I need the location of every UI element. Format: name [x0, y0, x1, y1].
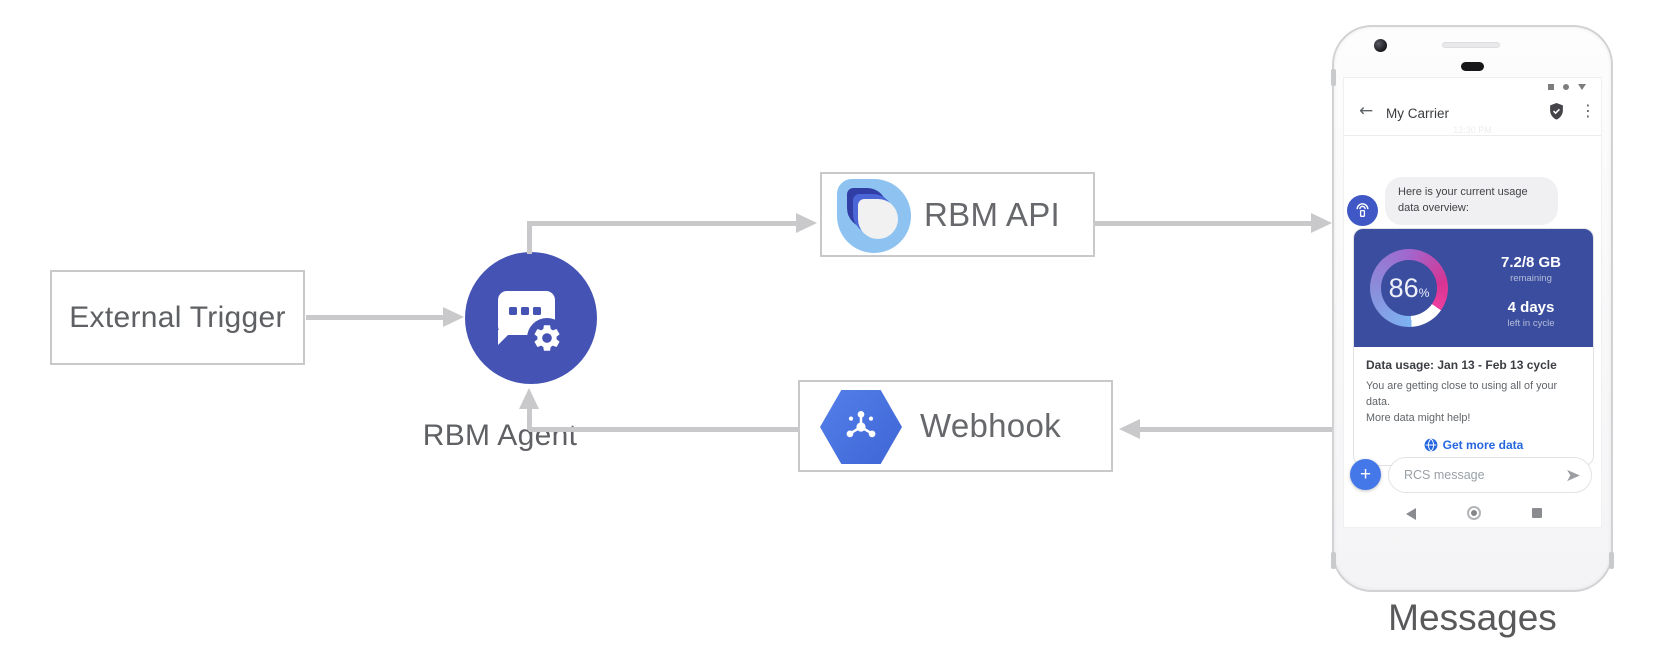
rcs-message-input[interactable]	[1389, 468, 1565, 482]
get-more-data-label: Get more data	[1442, 437, 1524, 452]
chat-dots-icon	[509, 307, 541, 315]
header-divider	[1344, 135, 1601, 136]
arrowhead-agent-to-api	[796, 213, 817, 233]
usage-card-body: Data usage: Jan 13 - Feb 13 cycle You ar…	[1354, 347, 1593, 465]
connector-webhook-to-agent	[529, 427, 798, 432]
connector-phone-to-webhook	[1140, 427, 1333, 432]
connector-agent-up	[527, 223, 532, 254]
connector-agent-to-api	[527, 221, 797, 226]
overflow-menu-icon[interactable]: ⋮	[1580, 101, 1596, 120]
nav-recents-button[interactable]	[1532, 508, 1542, 518]
globe-icon	[1424, 438, 1438, 452]
data-remaining-caption: remaining	[1510, 273, 1552, 284]
message-input-pill	[1388, 457, 1592, 493]
data-remaining-value: 7.2/8 GB	[1500, 254, 1562, 271]
messages-app-label: Messages	[1388, 597, 1557, 638]
connector-api-to-phone	[1095, 221, 1313, 226]
external-trigger-label: External Trigger	[69, 300, 286, 334]
speaker-slot	[1442, 42, 1500, 48]
message-timestamp: 12:30 PM	[1453, 125, 1492, 135]
gauge-percent-value: 86	[1388, 272, 1419, 303]
days-left-caption: left in cycle	[1507, 318, 1555, 329]
broadcast-antenna-icon	[1356, 203, 1369, 217]
agent-avatar	[1347, 195, 1378, 226]
gear-icon	[527, 318, 567, 358]
conversation-title: My Carrier	[1386, 106, 1449, 121]
usage-rich-card: 86 % 7.2/8 GB remaining 4 days left in c…	[1353, 228, 1594, 466]
webhook-box: Webhook	[798, 380, 1113, 472]
connector-agent-up-return	[527, 408, 532, 430]
webhook-label: Webhook	[920, 407, 1061, 444]
arrowhead-phone-to-webhook	[1119, 419, 1140, 439]
send-icon[interactable]	[1565, 467, 1582, 484]
status-square-icon	[1548, 84, 1554, 90]
bubble-text-line2: data overview:	[1398, 201, 1469, 214]
bubble-text-line1: Here is your current usage	[1398, 186, 1528, 198]
arrowhead-webhook-to-agent	[519, 388, 539, 409]
usage-card-header: 86 % 7.2/8 GB remaining 4 days left in c…	[1354, 229, 1593, 347]
antenna-band	[1609, 552, 1614, 569]
status-dot-icon	[1563, 84, 1569, 90]
usage-card-text-line2: More data might help!	[1366, 412, 1471, 425]
status-triangle-icon	[1578, 84, 1586, 90]
nav-home-button[interactable]	[1467, 506, 1481, 520]
gauge-percent-sign: %	[1418, 286, 1430, 300]
rbm-agent-label: RBM Agent	[422, 419, 578, 452]
antenna-band	[1331, 69, 1336, 86]
get-more-data-action[interactable]: Get more data	[1366, 438, 1581, 452]
rbm-api-logo-icon	[837, 179, 911, 253]
usage-card-title: Data usage: Jan 13 - Feb 13 cycle	[1366, 358, 1557, 372]
usage-stats: 7.2/8 GB remaining 4 days left in cycle	[1472, 254, 1590, 329]
cloud-pubsub-icon	[820, 390, 902, 464]
back-arrow-icon[interactable]: ←	[1359, 101, 1374, 121]
chat-bubble: Here is your current usage data overview…	[1385, 177, 1558, 225]
verified-shield-icon	[1548, 102, 1565, 126]
rbm-agent-node	[465, 252, 597, 384]
earpiece	[1461, 62, 1484, 71]
nav-back-button[interactable]	[1406, 508, 1416, 520]
rbm-api-label: RBM API	[924, 195, 1060, 233]
attach-plus-button[interactable]: +	[1350, 459, 1381, 490]
connector-trigger-to-agent	[306, 315, 446, 320]
phone-screen: ← My Carrier ⋮ 12:30 PM Here is y	[1343, 77, 1602, 528]
usage-gauge: 86 %	[1370, 249, 1448, 327]
status-bar-icons	[1548, 84, 1586, 90]
arrowhead-trigger-to-agent	[443, 307, 464, 327]
antenna-band	[1331, 552, 1336, 569]
phone-device: ← My Carrier ⋮ 12:30 PM Here is y	[1331, 25, 1614, 592]
days-left-value: 4 days	[1507, 299, 1555, 316]
rbm-api-box: RBM API	[820, 172, 1095, 257]
usage-card-text-line1: You are getting close to using all of yo…	[1366, 380, 1558, 409]
front-camera	[1374, 39, 1387, 52]
external-trigger-box: External Trigger	[50, 270, 305, 365]
arrowhead-api-to-phone	[1311, 213, 1332, 233]
